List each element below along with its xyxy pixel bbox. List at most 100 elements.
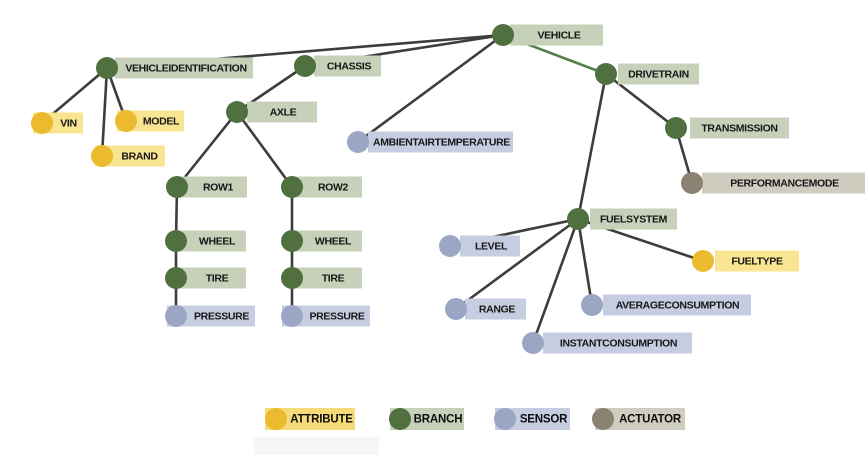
nodes-layer: VEHICLE VEHICLEIDENTIFICATION CHASSIS AXLE V…	[31, 24, 865, 354]
sensor-dot-icon	[445, 298, 467, 320]
node-label: INSTANTCONSUMPTION	[560, 338, 677, 350]
branch-badge	[178, 267, 246, 289]
node-label: DRIVETRAIN	[628, 69, 689, 81]
node-label: RANGE	[479, 304, 516, 316]
node-fueltype: FUELTYPE	[692, 250, 799, 272]
node-label: PRESSURE	[194, 311, 249, 323]
edge-vehicle-ambientairtemperature	[356, 33, 505, 144]
node-label: AVERAGECONSUMPTION	[616, 300, 740, 312]
sensor-dot-icon	[522, 332, 544, 354]
branch-dot-icon	[665, 117, 687, 139]
actuator-badge	[702, 172, 865, 194]
sensor-badge	[167, 305, 255, 327]
branch-dot-icon	[165, 267, 187, 289]
node-row2-pressure: PRESSURE	[281, 305, 370, 327]
node-label: MODEL	[143, 116, 180, 128]
node-row2-wheel: WHEEL	[281, 230, 362, 252]
node-label: VEHICLEIDENTIFICATION	[125, 63, 246, 75]
node-instantconsumption: INSTANTCONSUMPTION	[522, 332, 692, 354]
node-label: TIRE	[206, 273, 229, 285]
node-model: MODEL	[115, 110, 184, 132]
branch-dot-icon	[96, 57, 118, 79]
edge-vehicleidentification-brand	[100, 66, 109, 158]
branch-badge	[294, 230, 362, 252]
edge-fuelsystem-instantconsumption	[531, 217, 580, 345]
node-transmission: TRANSMISSION	[665, 117, 789, 139]
attribute-dot-icon	[31, 112, 53, 134]
sensor-dot-icon	[347, 131, 369, 153]
node-label: FUELTYPE	[731, 256, 783, 268]
node-label: LEVEL	[475, 241, 508, 253]
branch-dot-icon	[281, 267, 303, 289]
attribute-dot-icon	[265, 408, 287, 430]
branch-dot-icon	[595, 63, 617, 85]
node-label: FUELSYSTEM	[600, 214, 668, 226]
node-label: ACTUATOR	[619, 414, 682, 426]
sensor-badge	[368, 131, 513, 153]
node-label: BRAND	[121, 151, 158, 163]
edge-fuelsystem-averageconsumption	[576, 217, 594, 307]
branch-dot-icon	[294, 55, 316, 77]
edge-axle-row1	[175, 110, 239, 189]
attribute-dot-icon	[692, 250, 714, 272]
branch-badge	[294, 267, 362, 289]
node-label: ROW1	[203, 182, 234, 194]
sensor-badge	[543, 332, 692, 354]
node-label: SENSOR	[520, 414, 568, 426]
node-label: AXLE	[270, 107, 297, 119]
attribute-dot-icon	[91, 145, 113, 167]
branch-dot-icon	[281, 176, 303, 198]
branch-dot-icon	[389, 408, 411, 430]
node-label: AMBIENTAIRTEMPERATURE	[373, 137, 510, 149]
node-label: ROW2	[318, 182, 349, 194]
branch-badge	[179, 176, 247, 198]
branch-dot-icon	[492, 24, 514, 46]
node-range: RANGE	[445, 298, 526, 320]
node-legend-sensor: SENSOR	[494, 408, 570, 430]
node-label: ATTRIBUTE	[290, 414, 353, 426]
node-label: VIN	[60, 118, 76, 130]
branch-badge	[294, 176, 362, 198]
actuator-dot-icon	[681, 172, 703, 194]
attribute-badge	[95, 145, 165, 167]
sensor-dot-icon	[581, 294, 603, 316]
sensor-dot-icon	[281, 305, 303, 327]
edge-axle-row2	[235, 110, 294, 189]
node-label: WHEEL	[199, 236, 236, 248]
node-row2-tire: TIRE	[281, 267, 362, 289]
node-axle: AXLE	[226, 101, 317, 123]
node-row2: ROW2	[281, 176, 362, 198]
branch-badge	[618, 63, 699, 85]
node-label: TIRE	[322, 273, 345, 285]
branch-badge	[510, 24, 603, 46]
node-level: LEVEL	[439, 235, 520, 257]
branch-badge	[314, 55, 381, 77]
sensor-dot-icon	[494, 408, 516, 430]
node-legend-attribute: ATTRIBUTE	[265, 408, 355, 430]
node-legend-actuator: ACTUATOR	[592, 408, 685, 430]
branch-badge	[115, 57, 253, 79]
branch-dot-icon	[226, 101, 248, 123]
edge-drivetrain-fuelsystem	[576, 72, 608, 221]
node-row1-wheel: WHEEL	[165, 230, 246, 252]
actuator-dot-icon	[592, 408, 614, 430]
sensor-badge	[282, 305, 370, 327]
node-performancemode: PERFORMANCEMODE	[681, 172, 865, 194]
branch-badge	[590, 208, 677, 230]
sensor-badge	[460, 235, 520, 257]
attribute-badge	[715, 250, 799, 272]
branch-dot-icon	[281, 230, 303, 252]
attribute-badge	[265, 408, 355, 430]
node-fuelsystem: FUELSYSTEM	[567, 208, 677, 230]
node-averageconsumption: AVERAGECONSUMPTION	[581, 294, 751, 316]
node-vehicle: VEHICLE	[492, 24, 603, 46]
attribute-dot-icon	[115, 110, 137, 132]
node-chassis: CHASSIS	[294, 55, 381, 77]
node-label: PRESSURE	[310, 311, 365, 323]
branch-badge	[247, 101, 317, 123]
node-vehicleidentification: VEHICLEIDENTIFICATION	[96, 57, 253, 79]
node-label: VEHICLE	[537, 30, 580, 42]
legend-artifact-box	[254, 437, 379, 455]
